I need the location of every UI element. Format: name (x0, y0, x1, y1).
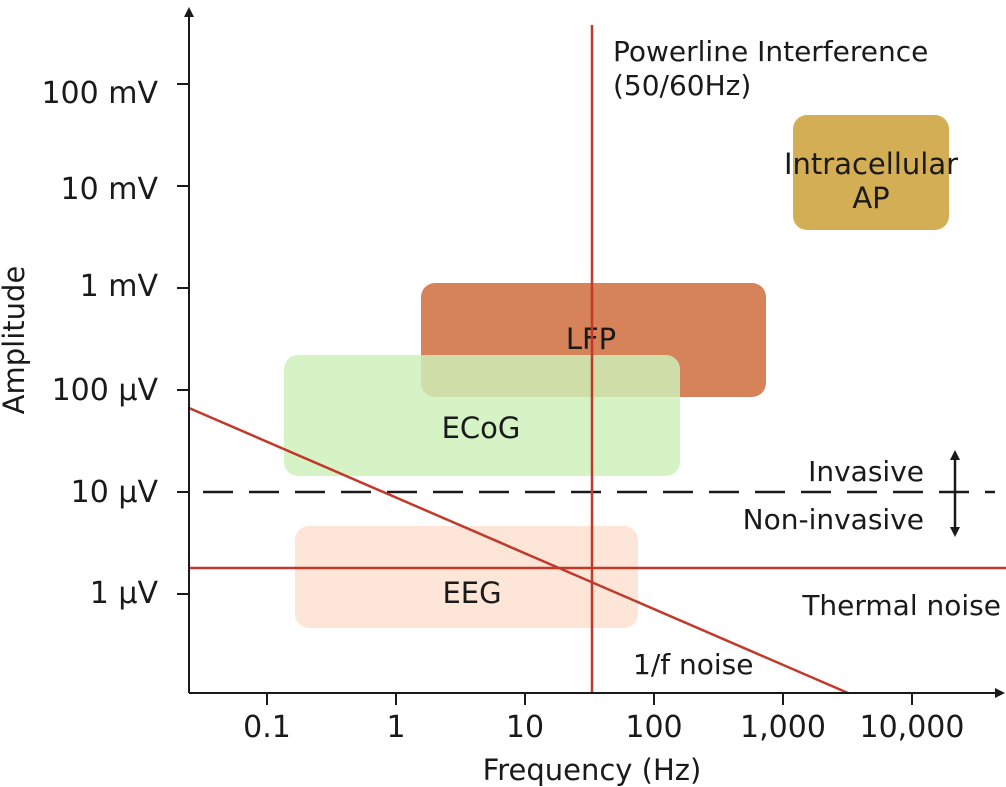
x-axis-title: Frequency (Hz) (483, 753, 702, 787)
y-tick-label-10uv: 10 μV (71, 475, 159, 510)
y-tick-label-1uv: 1 μV (90, 576, 159, 611)
one-over-f-noise-line (188, 406, 849, 695)
powerline-label-line2: (50/60Hz) (613, 69, 751, 102)
x-tick-label-1: 1 (386, 710, 405, 745)
y-tick-label-100uv: 100 μV (52, 373, 159, 408)
y-tick-label-10mv: 10 mV (61, 172, 159, 207)
y-axis-ticks (177, 83, 189, 595)
x-axis-ticks (266, 693, 913, 705)
intracellular-ap-region (793, 115, 949, 230)
eeg-label: EEG (442, 576, 501, 610)
x-tick-label-10000: 10,000 (860, 710, 965, 745)
eeg-region (295, 526, 638, 628)
one-over-f-noise-label: 1/f noise (633, 648, 753, 681)
thermal-noise-label: Thermal noise (801, 589, 1001, 622)
ecog-region (284, 355, 680, 476)
ecog-label: ECoG (442, 411, 521, 445)
intracellular-label-line1: Intracellular (784, 147, 958, 181)
y-tick-label-100mv: 100 mV (41, 76, 158, 111)
x-tick-label-10: 10 (506, 710, 544, 745)
regions (284, 115, 949, 628)
invasive-label: Invasive (808, 455, 924, 488)
y-axis-title: Amplitude (0, 266, 31, 415)
non-invasive-label: Non-invasive (743, 503, 924, 536)
x-tick-label-0-1: 0.1 (243, 710, 291, 745)
intracellular-label-line2: AP (852, 181, 889, 215)
powerline-label-line1: Powerline Interference (613, 35, 928, 68)
x-tick-label-1000: 1,000 (740, 710, 826, 745)
x-tick-label-100: 100 (625, 710, 682, 745)
y-tick-label-1mv: 1 mV (80, 269, 159, 304)
